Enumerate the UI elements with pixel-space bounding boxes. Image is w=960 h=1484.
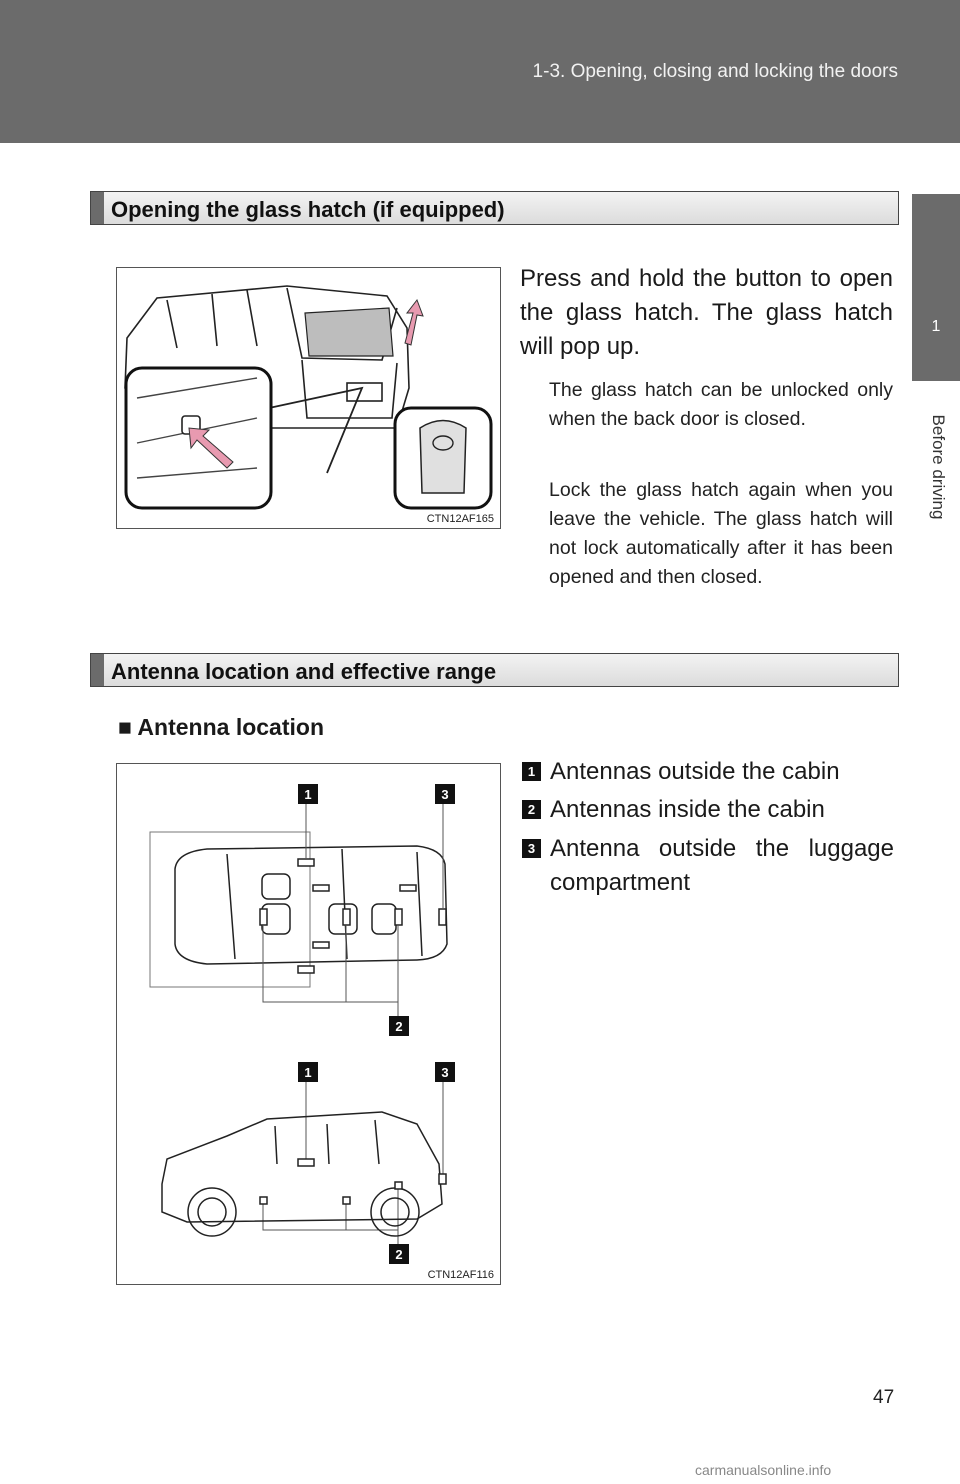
page-header: 1-3. Opening, closing and locking the do… [0,0,960,143]
callout-2-top-label: 2 [395,1019,402,1034]
legend-text: Antennas outside the cabin [550,758,840,785]
up-arrow-icon [404,298,424,346]
section-heading-text: Antenna location and effective range [111,659,497,684]
watermark: carmanualsonline.info [695,1462,832,1478]
chapter-label: Before driving [918,392,958,542]
chapter-tab: 1 [912,194,960,381]
glass-hatch-panel [304,307,394,357]
glass-hatch-illustration [124,285,493,510]
antenna-figure: 1 3 2 1 3 2 CTN12AF116 [116,763,501,1285]
chapter-title: 1-3. Opening, closing and locking the do… [532,61,898,82]
chapter-label-text: Before driving [929,414,948,520]
section-heading-glass-hatch: Opening the glass hatch (if equipped) [90,191,899,225]
press-arrow-icon [188,427,234,469]
callout-3-side [435,1062,455,1082]
callout-3-side-label: 3 [441,1065,448,1080]
callout-1-top-label: 1 [304,787,311,802]
subheading-antenna-location: ■ Antenna location [118,714,324,740]
callout-1-side-label: 1 [304,1065,311,1080]
antenna-illustration: 1 3 2 1 3 2 [149,784,455,1264]
section-heading-text: Opening the glass hatch (if equipped) [111,197,505,222]
callout-2-top [389,1016,409,1036]
chapter-number: 1 [931,318,941,335]
legend-text: Antennas inside the cabin [550,796,825,823]
glass-hatch-figure: CTN12AF165 [116,267,501,529]
callout-2-side [389,1244,409,1264]
page-number: 47 [873,1387,895,1408]
figure-code: CTN12AF165 [426,513,494,525]
instruction-text: Press and hold the button to open the gl… [520,265,893,360]
legend-badge: 1 [522,762,541,781]
callout-2-side-label: 2 [395,1247,402,1262]
legend-text: Antenna outside the luggage compartment [550,835,894,896]
callout-3-top [435,784,455,804]
callout-1-top [298,784,318,804]
figure-code: CTN12AF116 [427,1269,494,1281]
toyota-logo-icon [432,435,454,451]
note-unlock-condition: The glass hatch can be unlocked only whe… [549,379,893,430]
section-heading-antenna: Antenna location and effective range [90,653,899,687]
legend-badge: 2 [522,800,541,819]
note-lock-reminder: Lock the glass hatch again when you leav… [549,479,893,588]
legend-badge: 3 [522,839,541,858]
callout-3-top-label: 3 [441,787,448,802]
callout-1-side [298,1062,318,1082]
